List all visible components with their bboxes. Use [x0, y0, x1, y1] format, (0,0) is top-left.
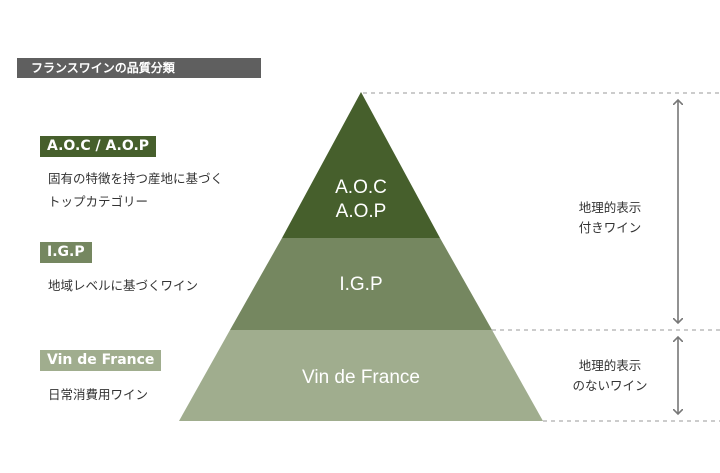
badge-aoc: A.O.C / A.O.P: [40, 136, 157, 157]
badge-vdf: Vin de France: [40, 350, 162, 371]
pyramid-label-igp: I.G.P: [339, 274, 383, 295]
side-note-with-gi: 地理的表示 付きワイン: [560, 198, 660, 238]
description-aoc: 固有の特徴を持つ産地に基づく トップカテゴリー: [48, 167, 223, 213]
side-note-without-gi: 地理的表示 のないワイン: [560, 356, 660, 396]
pyramid-tier-vdf: [179, 330, 543, 421]
badge-igp: I.G.P: [40, 242, 92, 263]
description-igp-line-1: 地域レベルに基づくワイン: [48, 278, 199, 293]
description-vdf-line-1: 日常消費用ワイン: [48, 387, 149, 402]
description-vdf: 日常消費用ワイン: [48, 383, 148, 406]
page-title: フランスワインの品質分類: [17, 58, 261, 78]
description-aoc-line-1: 固有の特徴を持つ産地に基づく: [48, 171, 224, 186]
pyramid-tier-igp: [230, 238, 492, 330]
description-aoc-line-2: トップカテゴリー: [48, 194, 149, 209]
side-note-without-gi-line-2: のないワイン: [572, 378, 648, 393]
pyramid-label-vdf: Vin de France: [302, 367, 420, 388]
pyramid-label-aoc: A.O.C A.O.P: [311, 176, 411, 224]
side-note-with-gi-line-1: 地理的表示: [578, 200, 642, 215]
pyramid-tier-aoc: [282, 92, 440, 238]
pyramid-label-aoc-line-1: A.O.C: [335, 177, 387, 198]
pyramid-label-aoc-line-2: A.O.P: [335, 201, 387, 222]
side-note-without-gi-line-1: 地理的表示: [578, 358, 642, 373]
side-note-with-gi-line-2: 付きワイン: [578, 220, 642, 235]
description-igp: 地域レベルに基づくワイン: [48, 274, 198, 297]
